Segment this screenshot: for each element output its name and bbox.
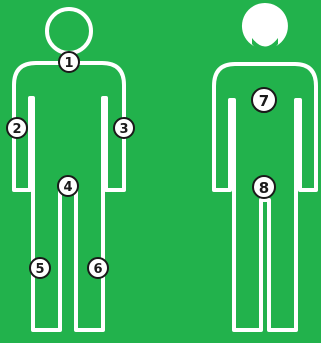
marker-5: 5 bbox=[30, 258, 50, 278]
right-figure-head bbox=[242, 3, 288, 49]
marker-1-label: 1 bbox=[64, 56, 73, 71]
marker-7: 7 bbox=[252, 88, 276, 112]
marker-2: 2 bbox=[7, 118, 27, 138]
marker-6-label: 6 bbox=[93, 262, 102, 277]
marker-8: 8 bbox=[253, 176, 275, 198]
marker-3: 3 bbox=[114, 118, 134, 138]
marker-1: 1 bbox=[59, 52, 79, 72]
marker-5-label: 5 bbox=[35, 262, 44, 277]
marker-6: 6 bbox=[88, 258, 108, 278]
marker-2-label: 2 bbox=[12, 122, 21, 137]
marker-4-label: 4 bbox=[63, 180, 72, 195]
marker-3-label: 3 bbox=[119, 122, 128, 137]
marker-8-label: 8 bbox=[259, 179, 269, 197]
marker-7-label: 7 bbox=[259, 92, 269, 110]
marker-4: 4 bbox=[58, 176, 78, 196]
